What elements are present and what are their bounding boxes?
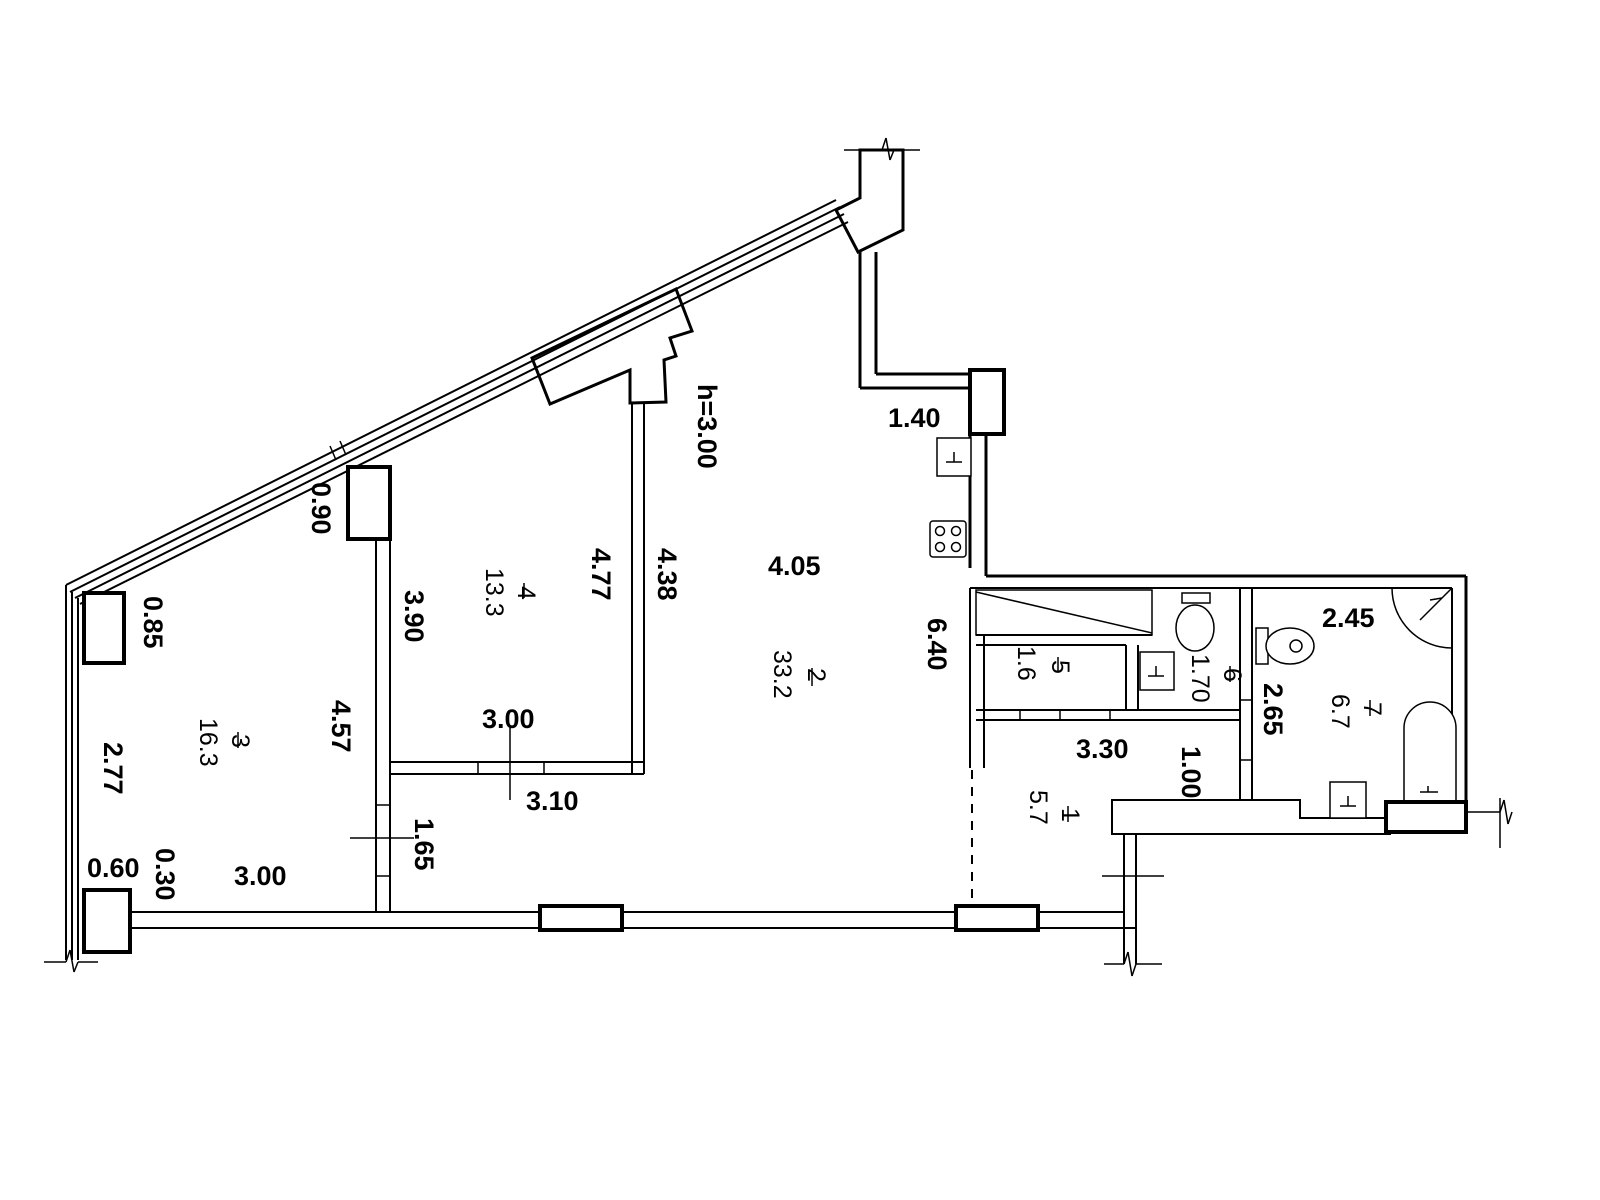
dimension-labels: h=3.00 1.40 0.90 0.85 2.77 0.60 0.30 3.0… [87,384,1375,901]
column-room3 [346,465,392,541]
dim-3-90: 3.90 [399,590,429,643]
room-5-area: 1.6 [1012,646,1040,681]
dim-1-00: 1.00 [1176,746,1206,799]
room-7-area: 6.7 [1326,694,1354,729]
wall-pier-large [530,286,694,406]
bathtub [1403,701,1457,800]
dim-4-38: 4.38 [652,548,682,601]
toilet-wc [1175,592,1215,652]
bathroom-walls [969,587,1453,800]
washbasin-bathroom [1329,781,1367,819]
partition-room4-right [390,402,645,800]
room-2-number: 2 [802,668,830,682]
dim-1-65: 1.65 [409,818,439,871]
room-5-number: 5 [1046,660,1074,674]
column-room3-window [82,591,126,665]
dim-6-40: 6.40 [922,618,952,671]
dim-2-65: 2.65 [1258,683,1288,736]
dim-3-00-mid: 3.00 [482,704,535,734]
window-bottom-right [954,904,1040,932]
room-7-number: 7 [1358,702,1386,716]
room-6-area: 1.70 [1186,654,1214,703]
toilet-bathroom [1255,627,1315,665]
dim-4-77: 4.77 [586,548,616,601]
dim-3-10: 3.10 [526,786,579,816]
ceiling-height: h=3.00 [692,384,722,469]
dim-0-90: 0.90 [306,482,336,535]
wall-pier-top [833,137,920,254]
room-4-area: 13.3 [480,568,508,617]
room-1-number: 1 [1056,808,1084,822]
room-labels: 4 13.3 2 33.2 3 16.3 5 1.6 6 1.70 7 6.7 … [194,568,1386,825]
partition-room3-right [350,540,414,912]
diagonal-window-wall [65,199,849,605]
washbasin-wc [1139,651,1175,691]
dim-3-00-bottom: 3.00 [234,861,287,891]
dim-0-85: 0.85 [138,596,168,649]
room-6-number: 6 [1218,668,1246,682]
dim-4-57: 4.57 [326,700,356,753]
column-bathroom [1384,800,1468,834]
dim-1-40: 1.40 [888,403,941,433]
kitchen-stove [929,520,967,558]
room-3-number: 3 [226,734,254,748]
room-2-area: 33.2 [768,650,796,699]
dim-0-30: 0.30 [150,848,180,901]
dim-2-77: 2.77 [98,742,128,795]
window-bottom-left [538,904,624,932]
room-1-area: 5.7 [1024,790,1052,825]
room-4-number: 4 [512,586,540,600]
room-3-area: 16.3 [194,718,222,767]
left-outer-wall [44,585,98,973]
dim-2-45: 2.45 [1322,603,1375,633]
dim-3-30: 3.30 [1076,734,1129,764]
kitchen-sink [936,437,972,477]
dim-4-05: 4.05 [768,551,821,581]
column-bottom-left [82,888,132,954]
column-kitchen [968,368,1006,436]
dim-0-60: 0.60 [87,853,140,883]
